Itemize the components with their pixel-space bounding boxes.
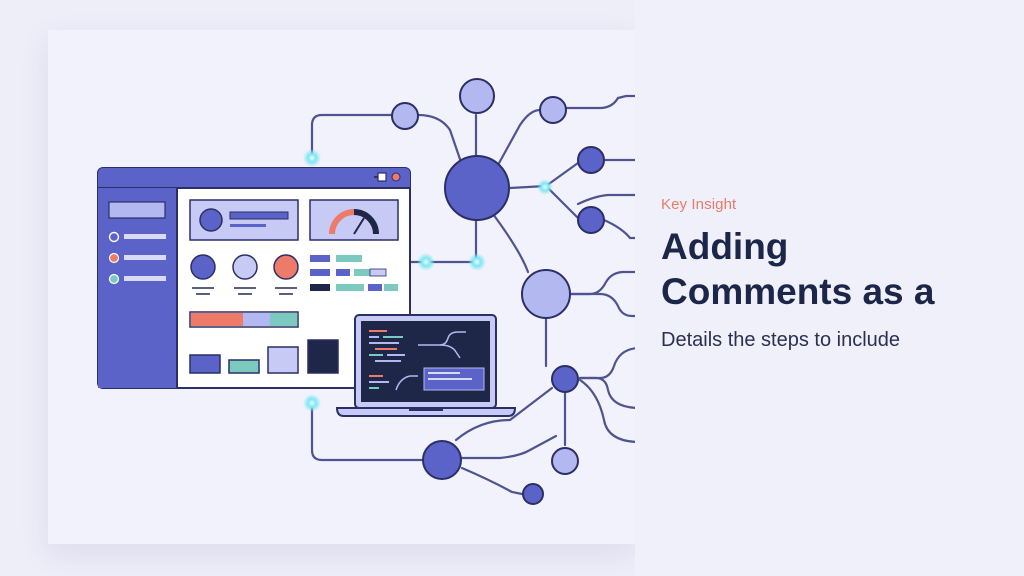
network-node-icon — [577, 206, 605, 234]
dashboard-window-icon — [97, 167, 411, 389]
slide-subtitle: Details the steps to include — [661, 329, 901, 351]
network-node-icon — [551, 447, 579, 475]
title-line: Comments as a — [661, 271, 935, 312]
network-node-icon — [459, 78, 495, 114]
network-nodes — [391, 78, 605, 505]
network-node-icon — [521, 269, 571, 319]
network-node-icon — [422, 440, 462, 480]
gauge-icon — [329, 209, 379, 235]
title-line: Adding — [661, 226, 789, 267]
network-node-icon — [444, 155, 510, 221]
text-panel — [635, 0, 1024, 576]
network-node-icon — [522, 483, 544, 505]
network-node-icon — [391, 102, 419, 130]
network-node-icon — [551, 365, 579, 393]
laptop-code-icon — [335, 314, 517, 417]
glow-points — [303, 149, 553, 412]
network-node-icon — [577, 146, 605, 174]
network-node-icon — [539, 96, 567, 124]
eyebrow-label: Key Insight — [661, 196, 737, 213]
slide-title: Adding Comments as a — [661, 224, 1001, 314]
